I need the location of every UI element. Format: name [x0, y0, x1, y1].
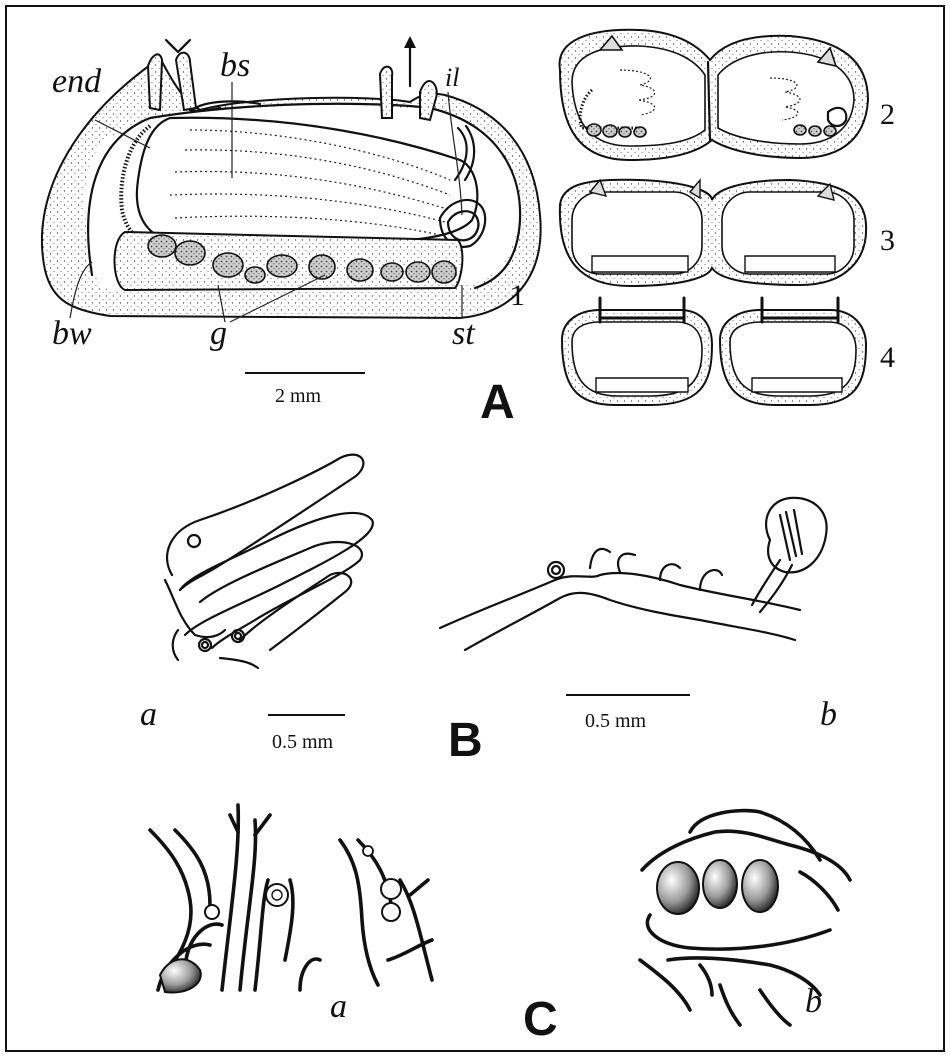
- large-egg-2: [703, 860, 737, 908]
- label-il: il: [445, 63, 459, 92]
- panel-label-A: A: [480, 376, 515, 429]
- large-egg-1: [657, 862, 699, 914]
- label-g: g: [210, 315, 227, 352]
- figure-4-pair: [562, 298, 866, 405]
- panel-label-B: B: [448, 714, 483, 767]
- inflow-arrows: [166, 40, 190, 52]
- label-bs: bs: [220, 47, 250, 84]
- label-bw: bw: [52, 315, 92, 352]
- embryo-mid: [381, 879, 401, 899]
- label-B-a: a: [140, 696, 157, 733]
- panel-B-b-drawing: [440, 498, 827, 650]
- label-C-b: b: [805, 983, 822, 1020]
- figure-1-zooid: [42, 36, 541, 322]
- label-C-a: a: [330, 988, 347, 1025]
- panel-label-C: C: [523, 993, 558, 1046]
- panel-B-a-drawing: [165, 455, 373, 668]
- spine-1: [148, 54, 162, 110]
- scale-label-B-right: 0.5 mm: [585, 710, 647, 732]
- figure-2-pair: [560, 30, 868, 160]
- label-B-b: b: [820, 696, 837, 733]
- label-end: end: [52, 63, 102, 100]
- scale-label-B-left: 0.5 mm: [272, 731, 334, 753]
- scale-label-2mm: 2 mm: [275, 385, 322, 407]
- ovicell-dark: [160, 959, 201, 992]
- spine-3: [380, 67, 392, 118]
- embryo-low: [382, 903, 400, 921]
- large-egg-3: [742, 860, 778, 912]
- outflow-arrow: [404, 36, 416, 86]
- label-fig-2: 2: [880, 98, 895, 131]
- embryo-ring: [266, 884, 288, 906]
- embryo-top: [363, 846, 373, 856]
- label-st: st: [452, 315, 476, 352]
- small-embryo: [205, 905, 219, 919]
- label-fig-1: 1: [510, 279, 525, 312]
- figure-3-pair: [560, 180, 866, 286]
- label-fig-3: 3: [880, 224, 895, 257]
- label-fig-4: 4: [880, 341, 895, 374]
